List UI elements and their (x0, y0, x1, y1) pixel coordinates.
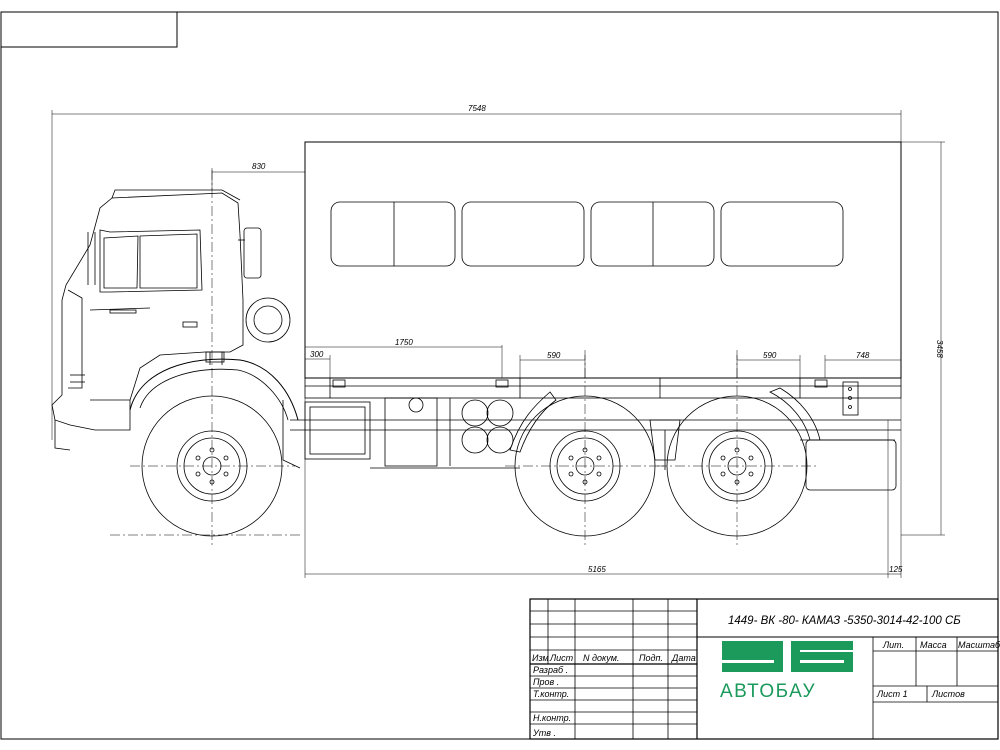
row-razrab: Разраб . (533, 665, 568, 675)
avtobau-logo: АВТОБАУ (720, 641, 853, 702)
van-window (461, 201, 585, 267)
dimension-lines (51, 110, 945, 578)
dim-590-left: 590 (547, 351, 561, 360)
col-list: Лист (549, 653, 574, 663)
dim-5165: 5165 (588, 565, 606, 574)
col-doc: N докум. (583, 653, 619, 663)
title-block-text: 1449- ВК -80- КАМАЗ -5350-3014-42-100 СБ… (532, 615, 1000, 738)
dim-body-height: 3458 (935, 340, 944, 358)
dim-1750: 1750 (395, 338, 413, 347)
row-utv: Утв . (532, 728, 556, 738)
label-sheets: Листов (931, 689, 965, 699)
van-window (720, 201, 844, 267)
col-date: Дата (671, 653, 696, 663)
dim-overall-length: 7548 (468, 104, 486, 113)
dim-748: 748 (856, 351, 870, 360)
dim-590-right: 590 (763, 351, 777, 360)
row-tkontr: Т.контр. (533, 689, 569, 699)
label-massa: Масса (920, 640, 947, 650)
col-izm: Изм (532, 653, 549, 663)
dim-cab-to-body: 830 (252, 162, 266, 171)
dim-125: 125 (889, 565, 903, 574)
drawing-designation: 1449- ВК -80- КАМАЗ -5350-3014-42-100 СБ (728, 615, 961, 627)
centerlines (110, 170, 817, 545)
logo-text: АВТОБАУ (720, 681, 816, 702)
dim-300: 300 (310, 350, 324, 359)
logo-mark (722, 641, 853, 672)
row-prov: Пров . (533, 677, 559, 687)
sheet-frame (0, 11, 999, 740)
van-window (590, 201, 715, 267)
title-block (529, 598, 999, 740)
label-lit: Лит. (882, 640, 904, 650)
label-sheet: Лист 1 (876, 689, 908, 699)
row-nkontr: Н.контр. (533, 713, 571, 723)
label-masshtab: Масштаб (958, 640, 1000, 650)
dimension-labels: 7548 830 3458 300 1750 590 590 748 5165 … (252, 104, 944, 574)
col-sign: Подп. (639, 653, 663, 663)
van-window (330, 201, 456, 267)
truck-side-view (51, 141, 902, 491)
